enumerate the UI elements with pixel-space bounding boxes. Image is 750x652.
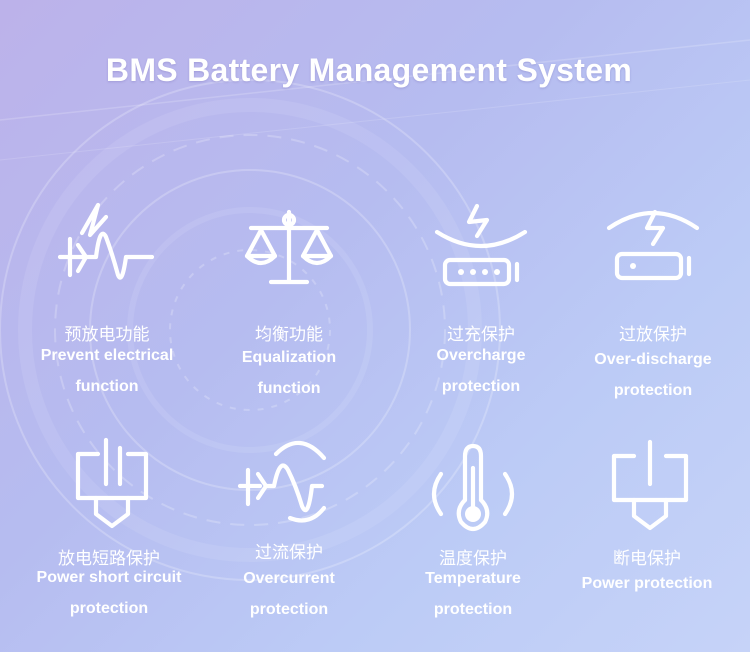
feature-label-en-1: Temperature [425, 570, 521, 587]
feature-label-en-1: Power short circuit [36, 569, 182, 586]
feature-power-protection: 断电保护 Power protection [556, 430, 738, 630]
overcharge-battery-icon [431, 198, 531, 298]
feature-over-discharge: 过放保护 Over-discharge protection [562, 190, 744, 410]
feature-temperature: 温度保护 Temperature protection [382, 430, 564, 630]
feature-label-cn: 断电保护 [613, 549, 681, 569]
feature-prevent-electrical: 预放电功能 Prevent electrical function [16, 190, 198, 410]
feature-equalization: 均衡功能 Equalization function [198, 190, 380, 410]
feature-label-en-1: Overcurrent [243, 570, 335, 587]
feature-label-en-1: Power protection [581, 575, 713, 592]
feature-label-en-2: function [75, 378, 139, 395]
overcurrent-wave-icon [237, 430, 340, 530]
feature-label-en-2: protection [613, 382, 693, 399]
feature-label-cn: 过充保护 [447, 325, 515, 345]
feature-label-en-1: Prevent electrical [40, 347, 174, 364]
feature-label-cn: 均衡功能 [255, 325, 323, 345]
feature-power-short-circuit: 放电短路保护 Power short circuit protection [18, 430, 200, 630]
feature-label-en-2: protection [69, 600, 149, 617]
feature-label-en-1: Over-discharge [594, 351, 712, 368]
feature-overcurrent: 过流保护 Overcurrent protection [198, 430, 380, 630]
feature-label-en-2: protection [441, 378, 521, 395]
feature-label-cn: 预放电功能 [64, 325, 150, 345]
feature-label-cn: 过放保护 [619, 325, 687, 345]
feature-label-en-1: Equalization [241, 349, 337, 366]
feature-label-cn: 放电短路保护 [58, 549, 160, 569]
feature-overcharge: 过充保护 Overcharge protection [390, 190, 572, 410]
page-title: BMS Battery Management System [105, 52, 633, 88]
feature-label-en-2: protection [249, 601, 329, 618]
feature-label-en-1: Overcharge [436, 347, 526, 364]
feature-label-cn: 过流保护 [255, 543, 323, 563]
feature-label-en-2: function [257, 380, 321, 397]
overdischarge-battery-icon [603, 198, 703, 298]
thermometer-icon [423, 438, 523, 538]
feature-label-cn: 温度保护 [439, 549, 507, 569]
surge-pulse-icon [56, 195, 156, 295]
feature-label-en-2: protection [433, 601, 513, 618]
short-circuit-plug-icon [62, 430, 162, 530]
power-cut-plug-icon [600, 434, 700, 534]
balance-scale-icon [239, 198, 339, 298]
